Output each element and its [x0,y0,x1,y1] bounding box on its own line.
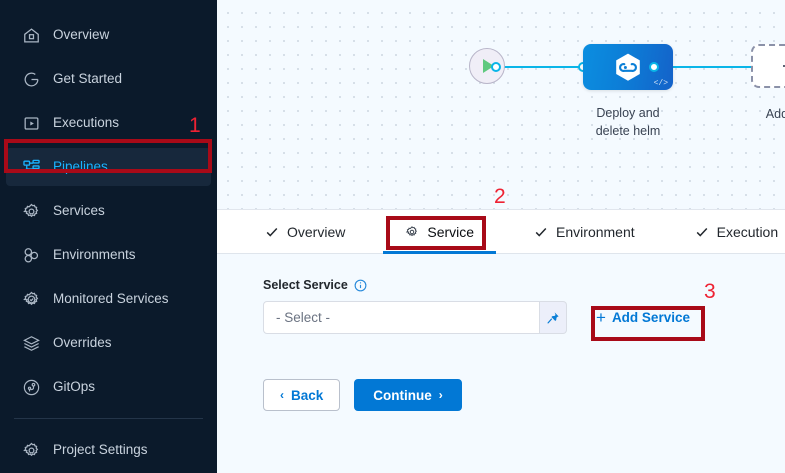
stage-tabbar: Overview Service Environment Exec [217,209,785,254]
info-icon[interactable] [354,279,367,292]
plus-icon [782,57,785,76]
pipeline-edge [654,66,751,68]
pipeline-node-row: </> [217,44,785,90]
sidebar-item-label: Pipelines [53,159,108,175]
service-panel: Select Service - Select - + [217,254,785,473]
continue-button[interactable]: Continue › [354,379,462,411]
check-icon [266,227,278,237]
sidebar-item-label: Overrides [53,335,112,351]
home-icon [22,26,41,45]
chevron-left-icon: ‹ [280,388,284,402]
sidebar-item-pipelines[interactable]: Pipelines [6,148,211,186]
sidebar-item-environments[interactable]: Environments [6,236,211,274]
tab-label: Environment [556,223,635,240]
sidebar-item-overview[interactable]: Overview [6,16,211,54]
tab-label: Execution [716,223,779,240]
environments-icon [22,246,41,265]
play-icon [483,59,494,73]
layers-icon [22,334,41,353]
connector-port[interactable] [491,62,501,72]
check-icon [535,227,547,237]
sidebar-item-monitored-services[interactable]: Monitored Services [6,280,211,318]
sidebar-item-label: GitOps [53,379,96,395]
sidebar-item-label: Project Settings [53,442,148,458]
sidebar-item-label: Executions [53,115,120,131]
back-button[interactable]: ‹ Back [263,379,341,411]
connector-port[interactable] [649,62,659,72]
sidebar-item-executions[interactable]: Executions [6,104,211,142]
sidebar-item-get-started[interactable]: Get Started [6,60,211,98]
pin-button[interactable] [540,301,567,334]
code-badge-icon: </> [653,79,668,88]
sidebar-item-label: Services [53,203,105,219]
gear-icon [22,202,41,221]
sidebar-divider-top [14,418,203,419]
tab-execution[interactable]: Execution [665,210,785,253]
sidebar-item-gitops[interactable]: GitOps [6,368,211,406]
continue-button-label: Continue [373,387,432,403]
tab-label: Service [427,223,475,240]
sidebar-item-label: Environments [53,247,136,263]
tab-service[interactable]: Service [375,210,504,254]
select-service-input[interactable]: - Select - [263,301,540,334]
back-button-label: Back [291,387,324,403]
add-service-button[interactable]: + Add Service [596,309,690,326]
gear-icon [406,225,418,236]
select-service-control[interactable]: - Select - [263,301,567,334]
chevron-right-icon: › [438,388,443,402]
gear-icon [22,441,41,460]
sidebar-item-overrides[interactable]: Overrides [6,324,211,362]
gear-check-icon [22,290,41,309]
check-icon [696,227,707,237]
gitops-icon [22,378,41,397]
sidebar-item-label: Monitored Services [53,291,169,307]
plus-icon: + [596,308,606,327]
executions-icon [22,114,41,133]
stage-node-deploy-and-delete-helm[interactable]: </> [583,44,673,90]
wizard-button-row: ‹ Back Continue › [263,379,785,411]
get-started-icon [22,70,41,89]
harness-hexagon-icon [615,53,641,82]
sidebar: Overview Get Started Executions [0,0,217,473]
stage-node-label: Deploy and delete helm [557,104,699,140]
tab-environment[interactable]: Environment [504,210,665,253]
sidebar-item-project-settings[interactable]: Project Settings [6,431,211,469]
pin-icon [547,311,559,324]
add-service-label: Add Service [611,310,690,325]
tab-label: Overview [287,223,346,240]
add-stage-label: Add Stage [765,107,785,121]
select-service-label: Select Service [263,278,785,292]
add-stage-button[interactable] [751,44,785,88]
sidebar-item-services[interactable]: Services [6,192,211,230]
pipeline-edge [495,66,583,68]
main-area: </> Deploy and delete helm Add S [217,0,785,473]
stage-label-line2: delete helm [595,124,661,138]
select-service-label-text: Select Service [263,278,348,292]
pipeline-canvas[interactable]: </> Deploy and delete helm Add S [217,0,785,209]
stage-label-line1: Deploy and [596,106,660,120]
tab-overview[interactable]: Overview [235,210,375,253]
pipelines-icon [22,158,41,177]
sidebar-item-label: Overview [53,27,110,43]
sidebar-item-label: Get Started [53,71,123,87]
